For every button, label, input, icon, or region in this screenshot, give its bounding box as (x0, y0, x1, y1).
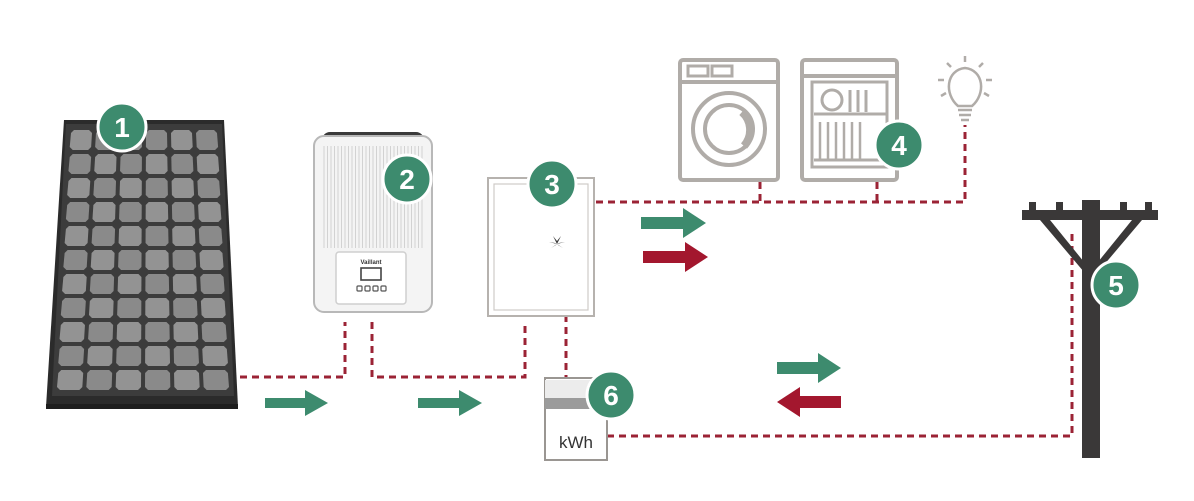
solar-cell (115, 370, 142, 390)
arrow-solar-to-inverter-icon (265, 390, 328, 416)
arrow-to-consumers-export-icon (641, 208, 706, 238)
solar-cell (171, 130, 193, 150)
solar-cell (145, 226, 169, 246)
solar-cell (67, 178, 91, 198)
solar-cell (202, 346, 228, 366)
solar-cell (145, 154, 168, 174)
light-bulb-icon (938, 56, 992, 122)
solar-cell (171, 178, 195, 198)
solar-cell (64, 226, 89, 246)
solar-cell (87, 346, 113, 366)
arrow-to-consumers-import-icon (643, 242, 708, 272)
solar-cell (118, 226, 142, 246)
solar-cell (145, 322, 170, 342)
solar-cell (199, 250, 224, 270)
solar-cell (171, 154, 194, 174)
wiring (240, 125, 1074, 438)
solar-cell (172, 226, 196, 246)
solar-cell (171, 202, 195, 222)
badge-solar-label: 1 (114, 112, 130, 143)
wire-solar-to-inverter (240, 322, 347, 379)
solar-cell (62, 274, 87, 294)
arrow-to-grid-export-icon (777, 353, 841, 383)
solar-cell (88, 322, 114, 342)
solar-cell (196, 154, 220, 174)
solar-cell (118, 250, 142, 270)
badge-meter: 6 (585, 369, 637, 421)
wire-inverter-to-distribution (370, 322, 527, 379)
solar-cell (173, 346, 199, 366)
solar-cell (86, 370, 113, 390)
solar-cell (198, 202, 222, 222)
solar-cell (69, 130, 92, 150)
arrow-inverter-to-distribution-icon (418, 390, 482, 416)
solar-cell (63, 250, 88, 270)
solar-cell (89, 274, 115, 294)
solar-cell (145, 178, 168, 198)
badge-solar: 1 (96, 101, 148, 153)
solar-cell (145, 250, 169, 270)
solar-cell (202, 370, 229, 390)
solar-cell (58, 346, 85, 366)
solar-cell (173, 298, 198, 318)
solar-cell (116, 346, 142, 366)
solar-cell (90, 250, 115, 270)
badge-consumers: 4 (873, 119, 925, 171)
solar-cell (145, 346, 171, 366)
badge-consumers-label: 4 (891, 130, 907, 161)
solar-cell (119, 202, 142, 222)
inverter-display (360, 267, 382, 281)
solar-cell (200, 274, 225, 294)
solar-cell (145, 202, 169, 222)
solar-cell (68, 154, 92, 174)
solar-cell (94, 154, 117, 174)
solar-cell (116, 322, 142, 342)
solar-cell (145, 298, 170, 318)
solar-cell (57, 370, 84, 390)
solar-cell (117, 274, 142, 294)
wire-meter-to-grid (607, 232, 1074, 438)
solar-cell (119, 178, 142, 198)
wire-distribution-to-consumers (596, 125, 967, 204)
solar-cell (65, 202, 90, 222)
solar-cell (60, 298, 86, 318)
solar-cell (117, 298, 142, 318)
solar-cell (198, 226, 223, 246)
badge-distribution: 3 (526, 158, 578, 210)
solar-cell (173, 322, 199, 342)
solar-cell (88, 298, 114, 318)
brand-logo-icon (549, 236, 565, 248)
badge-distribution-label: 3 (544, 169, 560, 200)
arrow-from-grid-import-icon (777, 387, 841, 417)
solar-cell (145, 130, 168, 150)
solar-panel (46, 120, 238, 409)
flow-arrows (265, 208, 841, 417)
solar-cell (91, 226, 116, 246)
solar-cell (196, 130, 219, 150)
solar-cell (145, 370, 171, 390)
solar-cell (93, 178, 117, 198)
badge-inverter: 2 (381, 153, 433, 205)
solar-cell (174, 370, 200, 390)
solar-cell (59, 322, 85, 342)
inverter-buttons (356, 285, 387, 292)
solar-cell (145, 274, 170, 294)
inverter-brand-label: Vaillant (360, 260, 381, 266)
solar-cell (172, 250, 197, 270)
solar-cell (172, 274, 197, 294)
solar-cell (120, 154, 142, 174)
badge-inverter-label: 2 (399, 164, 415, 195)
solar-cell (201, 322, 227, 342)
meter-unit-label: kWh (559, 433, 593, 452)
solar-cell (197, 178, 221, 198)
badge-meter-label: 6 (603, 380, 619, 411)
utility-pole (1022, 200, 1158, 458)
badge-grid-label: 5 (1108, 270, 1124, 301)
badge-grid: 5 (1090, 259, 1142, 311)
solar-cell (200, 298, 226, 318)
washing-machine-icon (678, 58, 780, 182)
solar-cell (92, 202, 116, 222)
